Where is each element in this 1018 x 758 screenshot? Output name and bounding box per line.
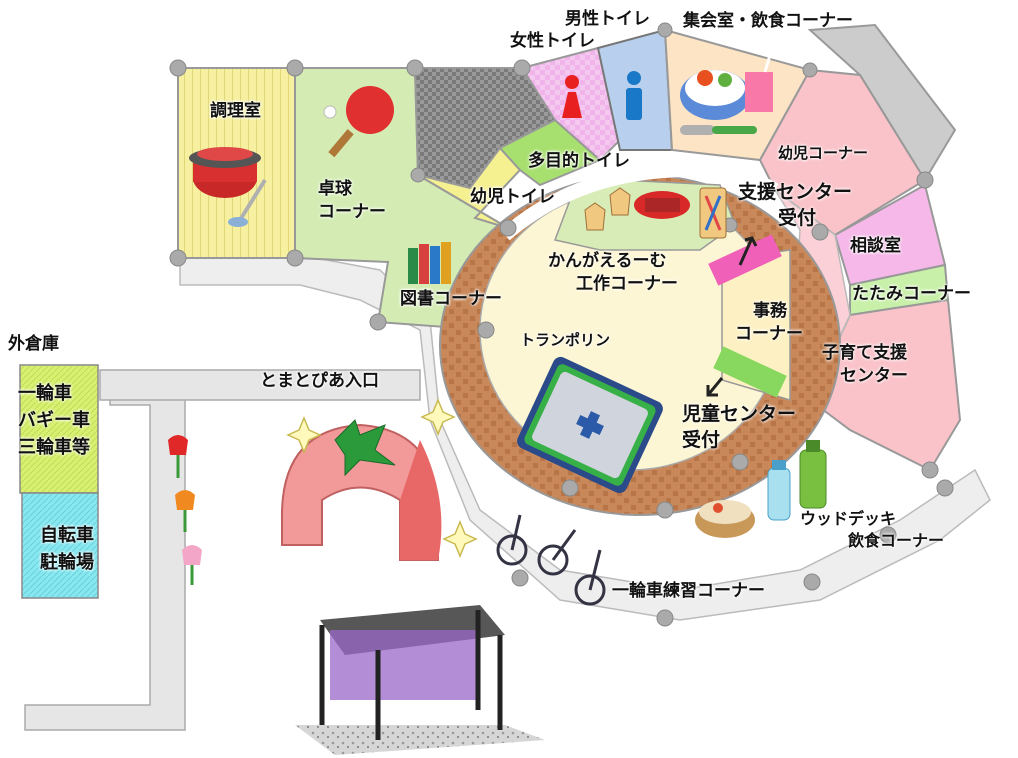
label-kangaeroom-line1: かんがえるーむ	[548, 251, 667, 271]
label-vehicle-buggy: バギー車	[18, 410, 90, 431]
pillars	[169, 22, 954, 627]
arrow-down-icon	[706, 377, 724, 397]
label-office-line1: 事務	[753, 301, 787, 321]
multipurpose-toilet-area	[498, 118, 602, 187]
label-mens-toilet: 男性トイレ	[565, 9, 650, 29]
label-table-tennis: 卓球 コーナー	[318, 178, 386, 224]
label-trampoline: トランポリン	[520, 331, 611, 349]
unicycle-icon	[496, 514, 606, 606]
books-icon	[408, 242, 451, 284]
trampoline-icon	[517, 356, 663, 494]
label-multipurpose-toilet: 多目的トイレ	[528, 151, 630, 171]
label-table-tennis-line2: コーナー	[318, 201, 386, 222]
tomato-entrance-icon	[280, 419, 442, 561]
label-childcare-support-line1: 子育て支援	[822, 343, 907, 363]
shogi-icon	[584, 187, 690, 231]
wisteria-trellis-icon	[295, 605, 545, 755]
lunchbox-icon	[695, 500, 755, 538]
bottle-icon	[767, 460, 791, 521]
label-bicycle: 自転車	[40, 525, 94, 546]
sparkle-icon	[286, 398, 478, 558]
bicycle-parking-area	[21, 492, 99, 599]
man-icon	[626, 71, 642, 120]
label-childcare-support: 子育て支援 センター	[822, 342, 908, 388]
juice-icon	[680, 54, 773, 135]
label-bicycle-parking: 駐輪場	[40, 552, 94, 573]
label-childrens-center-line2: 受付	[682, 428, 721, 451]
label-meeting-room: 集会室・飲食コーナー	[683, 11, 853, 31]
label-bicycles: 自転車 駐輪場	[40, 522, 94, 576]
label-kangaeroom-line2: 工作コーナー	[576, 273, 678, 294]
scissors-icon	[699, 187, 727, 239]
woman-icon	[562, 75, 582, 118]
label-infant-corner: 幼児コーナー	[778, 144, 869, 162]
label-support-center-reception: 支援センター 受付	[738, 180, 852, 231]
label-vehicle-unicycle: 一輪車	[18, 383, 72, 404]
label-library: 図書コーナー	[400, 289, 502, 309]
label-wood-deck: ウッドデッキ 飲食コーナー	[800, 508, 944, 551]
label-vehicles: 一輪車 バギー車 三輪車等	[18, 380, 90, 461]
entrance-path	[99, 369, 421, 401]
label-consultation-room: 相談室	[850, 236, 901, 256]
label-wood-deck-line1: ウッドデッキ	[800, 509, 897, 528]
label-vehicle-tricycle: 三輪車等	[18, 437, 90, 458]
vehicle-storage-area	[19, 364, 99, 494]
label-tatami-corner: たたみコーナー	[852, 284, 971, 304]
label-wood-deck-line2: 飲食コーナー	[848, 530, 945, 550]
label-table-tennis-line1: 卓球	[318, 179, 352, 199]
label-kangaeroom: かんがえるーむ 工作コーナー	[548, 250, 678, 296]
label-cooking-room: 調理室	[210, 101, 261, 121]
childrens-center-reception-marker	[713, 346, 787, 398]
label-office: 事務 コーナー	[735, 300, 803, 346]
label-womens-toilet: 女性トイレ	[510, 31, 595, 51]
pot-icon	[189, 147, 267, 227]
gray-top-right-area	[807, 23, 957, 182]
label-childrens-center-line1: 児童センター	[682, 403, 797, 425]
label-office-line2: コーナー	[735, 323, 803, 344]
label-entrance: とまとぴあ入口	[260, 371, 379, 391]
tea-icon	[799, 440, 827, 509]
tulip-icon	[168, 435, 202, 585]
label-outer-storage: 外倉庫	[8, 334, 59, 354]
label-unicycle-practice: 一輪車練習コーナー	[612, 581, 765, 601]
bento-icon	[680, 70, 750, 120]
label-childrens-center-reception: 児童センター 受付	[682, 402, 796, 453]
label-support-center-line2: 受付	[778, 206, 817, 229]
support-center-reception-marker	[708, 234, 782, 286]
label-childcare-support-line2: センター	[840, 365, 908, 386]
label-support-center-line1: 支援センター	[738, 181, 853, 203]
ping-pong-icon	[323, 86, 394, 158]
arrow-up-icon	[738, 236, 758, 266]
label-infant-toilet: 幼児トイレ	[470, 187, 555, 207]
